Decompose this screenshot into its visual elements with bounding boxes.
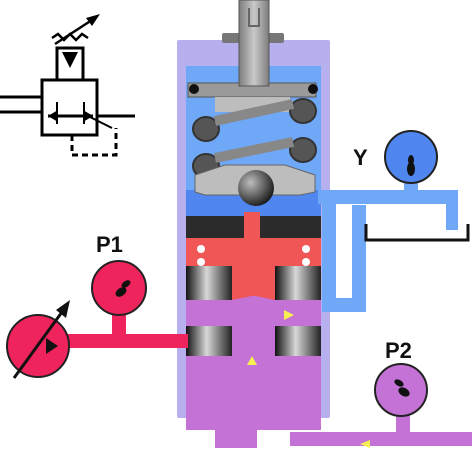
- pilot-ball: [238, 170, 274, 206]
- schematic-symbol-icon: [0, 14, 135, 157]
- reducing-spool-cone: [232, 266, 275, 296]
- flow-arrow-icon: [247, 310, 370, 448]
- gauge-y-icon: [384, 130, 438, 184]
- tank-icon: [364, 224, 470, 242]
- inlet-line: [40, 334, 188, 348]
- label-p2: P2: [385, 338, 412, 363]
- label-p1: P1: [96, 232, 123, 257]
- upper-spool-land: [186, 238, 321, 266]
- adjusting-screw: [238, 0, 270, 87]
- gauge-p1-icon: [91, 260, 147, 316]
- pump-icon: [6, 300, 70, 379]
- label-y: Y: [353, 145, 368, 170]
- gauge-p2-icon: [374, 363, 428, 417]
- pilot-drain-line: [318, 190, 458, 204]
